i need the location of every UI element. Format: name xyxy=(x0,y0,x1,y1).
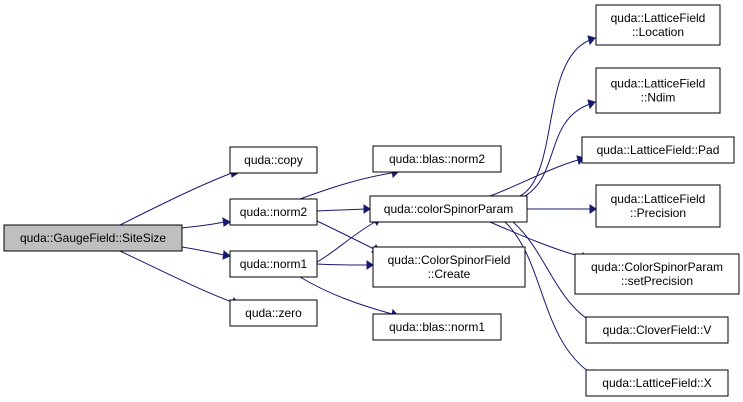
node-label: quda::norm2 xyxy=(240,205,308,219)
edge-line xyxy=(519,39,591,197)
edge-line xyxy=(119,172,233,226)
edge-norm2-to-csparam xyxy=(316,204,371,214)
edge-sitesize-to-norm2 xyxy=(181,217,231,229)
node-label: ::Ndim xyxy=(641,91,676,105)
edge-norm2-to-cscreate xyxy=(316,220,381,253)
edge-line xyxy=(299,276,393,315)
node-label: quda::GaugeField::SiteSize xyxy=(20,231,166,245)
node-box xyxy=(372,145,502,173)
node-blasnorm2[interactable]: quda::blas::norm2 xyxy=(372,145,502,173)
arrowhead-icon xyxy=(366,260,374,270)
node-pad[interactable]: quda::LatticeField::Pad xyxy=(581,136,735,164)
node-label: quda::LatticeField::Pad xyxy=(597,143,720,157)
node-label: quda::LatticeField xyxy=(611,192,706,206)
edge-line xyxy=(181,246,225,256)
node-label: quda::CloverField::V xyxy=(603,323,712,337)
arrowhead-icon xyxy=(587,99,596,110)
edge-line xyxy=(316,221,376,263)
node-cscreate[interactable]: quda::ColorSpinorField::Create xyxy=(372,246,526,288)
edge-line xyxy=(489,221,583,258)
nodes-layer: quda::GaugeField::SiteSizequda::copyquda… xyxy=(3,4,740,397)
node-box xyxy=(595,4,721,46)
arrowhead-icon xyxy=(587,35,596,46)
edge-csparam-to-precision xyxy=(527,204,597,214)
arrowhead-icon xyxy=(589,204,597,214)
node-box xyxy=(581,136,735,164)
node-box xyxy=(369,195,528,223)
node-precision[interactable]: quda::LatticeField::Precision xyxy=(595,184,721,228)
node-location[interactable]: quda::LatticeField::Location xyxy=(595,4,721,46)
node-label: quda::ColorSpinorField xyxy=(388,253,511,267)
node-latticex[interactable]: quda::LatticeField::X xyxy=(585,369,729,397)
node-box xyxy=(229,299,318,327)
node-box xyxy=(595,67,721,114)
edge-sitesize-to-copy xyxy=(119,168,239,226)
node-label: ::Precision xyxy=(630,206,686,220)
node-box xyxy=(229,198,318,226)
node-box xyxy=(585,369,729,397)
node-box xyxy=(595,184,721,228)
arrowhead-icon xyxy=(363,204,371,214)
node-label: quda::ColorSpinorParam xyxy=(591,260,723,274)
node-norm1[interactable]: quda::norm1 xyxy=(229,250,318,278)
node-label: ::Create xyxy=(428,267,471,281)
node-sitesize[interactable]: quda::GaugeField::SiteSize xyxy=(3,224,183,252)
node-label: quda::colorSpinorParam xyxy=(384,202,513,216)
node-cloverv[interactable]: quda::CloverField::V xyxy=(585,316,729,344)
edge-norm1-to-cscreate xyxy=(316,260,374,270)
edge-sitesize-to-norm1 xyxy=(181,246,231,260)
node-box xyxy=(3,224,183,252)
node-blasnorm1[interactable]: quda::blas::norm1 xyxy=(372,313,502,341)
edge-sitesize-to-zero xyxy=(119,250,239,307)
edge-csparam-to-pad xyxy=(489,155,585,197)
node-box xyxy=(372,313,502,341)
node-label: quda::norm1 xyxy=(240,257,308,271)
arrowhead-icon xyxy=(222,217,231,227)
node-label: quda::blas::norm2 xyxy=(389,152,485,166)
node-label: ::Location xyxy=(632,25,684,39)
node-box xyxy=(229,146,318,174)
edge-line xyxy=(512,221,593,323)
node-ndim[interactable]: quda::LatticeField::Ndim xyxy=(595,67,721,114)
node-label: quda::blas::norm1 xyxy=(389,320,485,334)
edge-line xyxy=(119,250,233,303)
edge-csparam-to-latticex xyxy=(504,221,599,379)
edge-line xyxy=(489,159,579,197)
edge-line xyxy=(299,172,393,200)
edge-line xyxy=(316,220,375,250)
node-box xyxy=(372,246,526,288)
edge-line xyxy=(316,263,368,266)
node-copy[interactable]: quda::copy xyxy=(229,146,318,174)
node-label: quda::zero xyxy=(245,306,302,320)
edge-csparam-to-ndim xyxy=(524,99,596,197)
edge-csparam-to-location xyxy=(519,35,596,197)
edge-line xyxy=(524,103,591,197)
node-label: quda::copy xyxy=(244,153,303,167)
edge-line xyxy=(316,208,365,212)
arrowhead-icon xyxy=(222,250,231,260)
edge-line xyxy=(181,221,225,229)
node-label: quda::LatticeField xyxy=(611,11,706,25)
node-box xyxy=(585,316,729,344)
node-zero[interactable]: quda::zero xyxy=(229,299,318,327)
edge-line xyxy=(504,221,593,375)
node-csparam[interactable]: quda::colorSpinorParam xyxy=(369,195,528,223)
node-setprecision[interactable]: quda::ColorSpinorParam::setPrecision xyxy=(574,253,740,295)
node-box xyxy=(229,250,318,278)
node-norm2[interactable]: quda::norm2 xyxy=(229,198,318,226)
node-label: quda::LatticeField xyxy=(611,77,706,91)
node-box xyxy=(574,253,740,295)
node-label: quda::LatticeField::X xyxy=(602,376,711,390)
node-label: ::setPrecision xyxy=(621,274,693,288)
